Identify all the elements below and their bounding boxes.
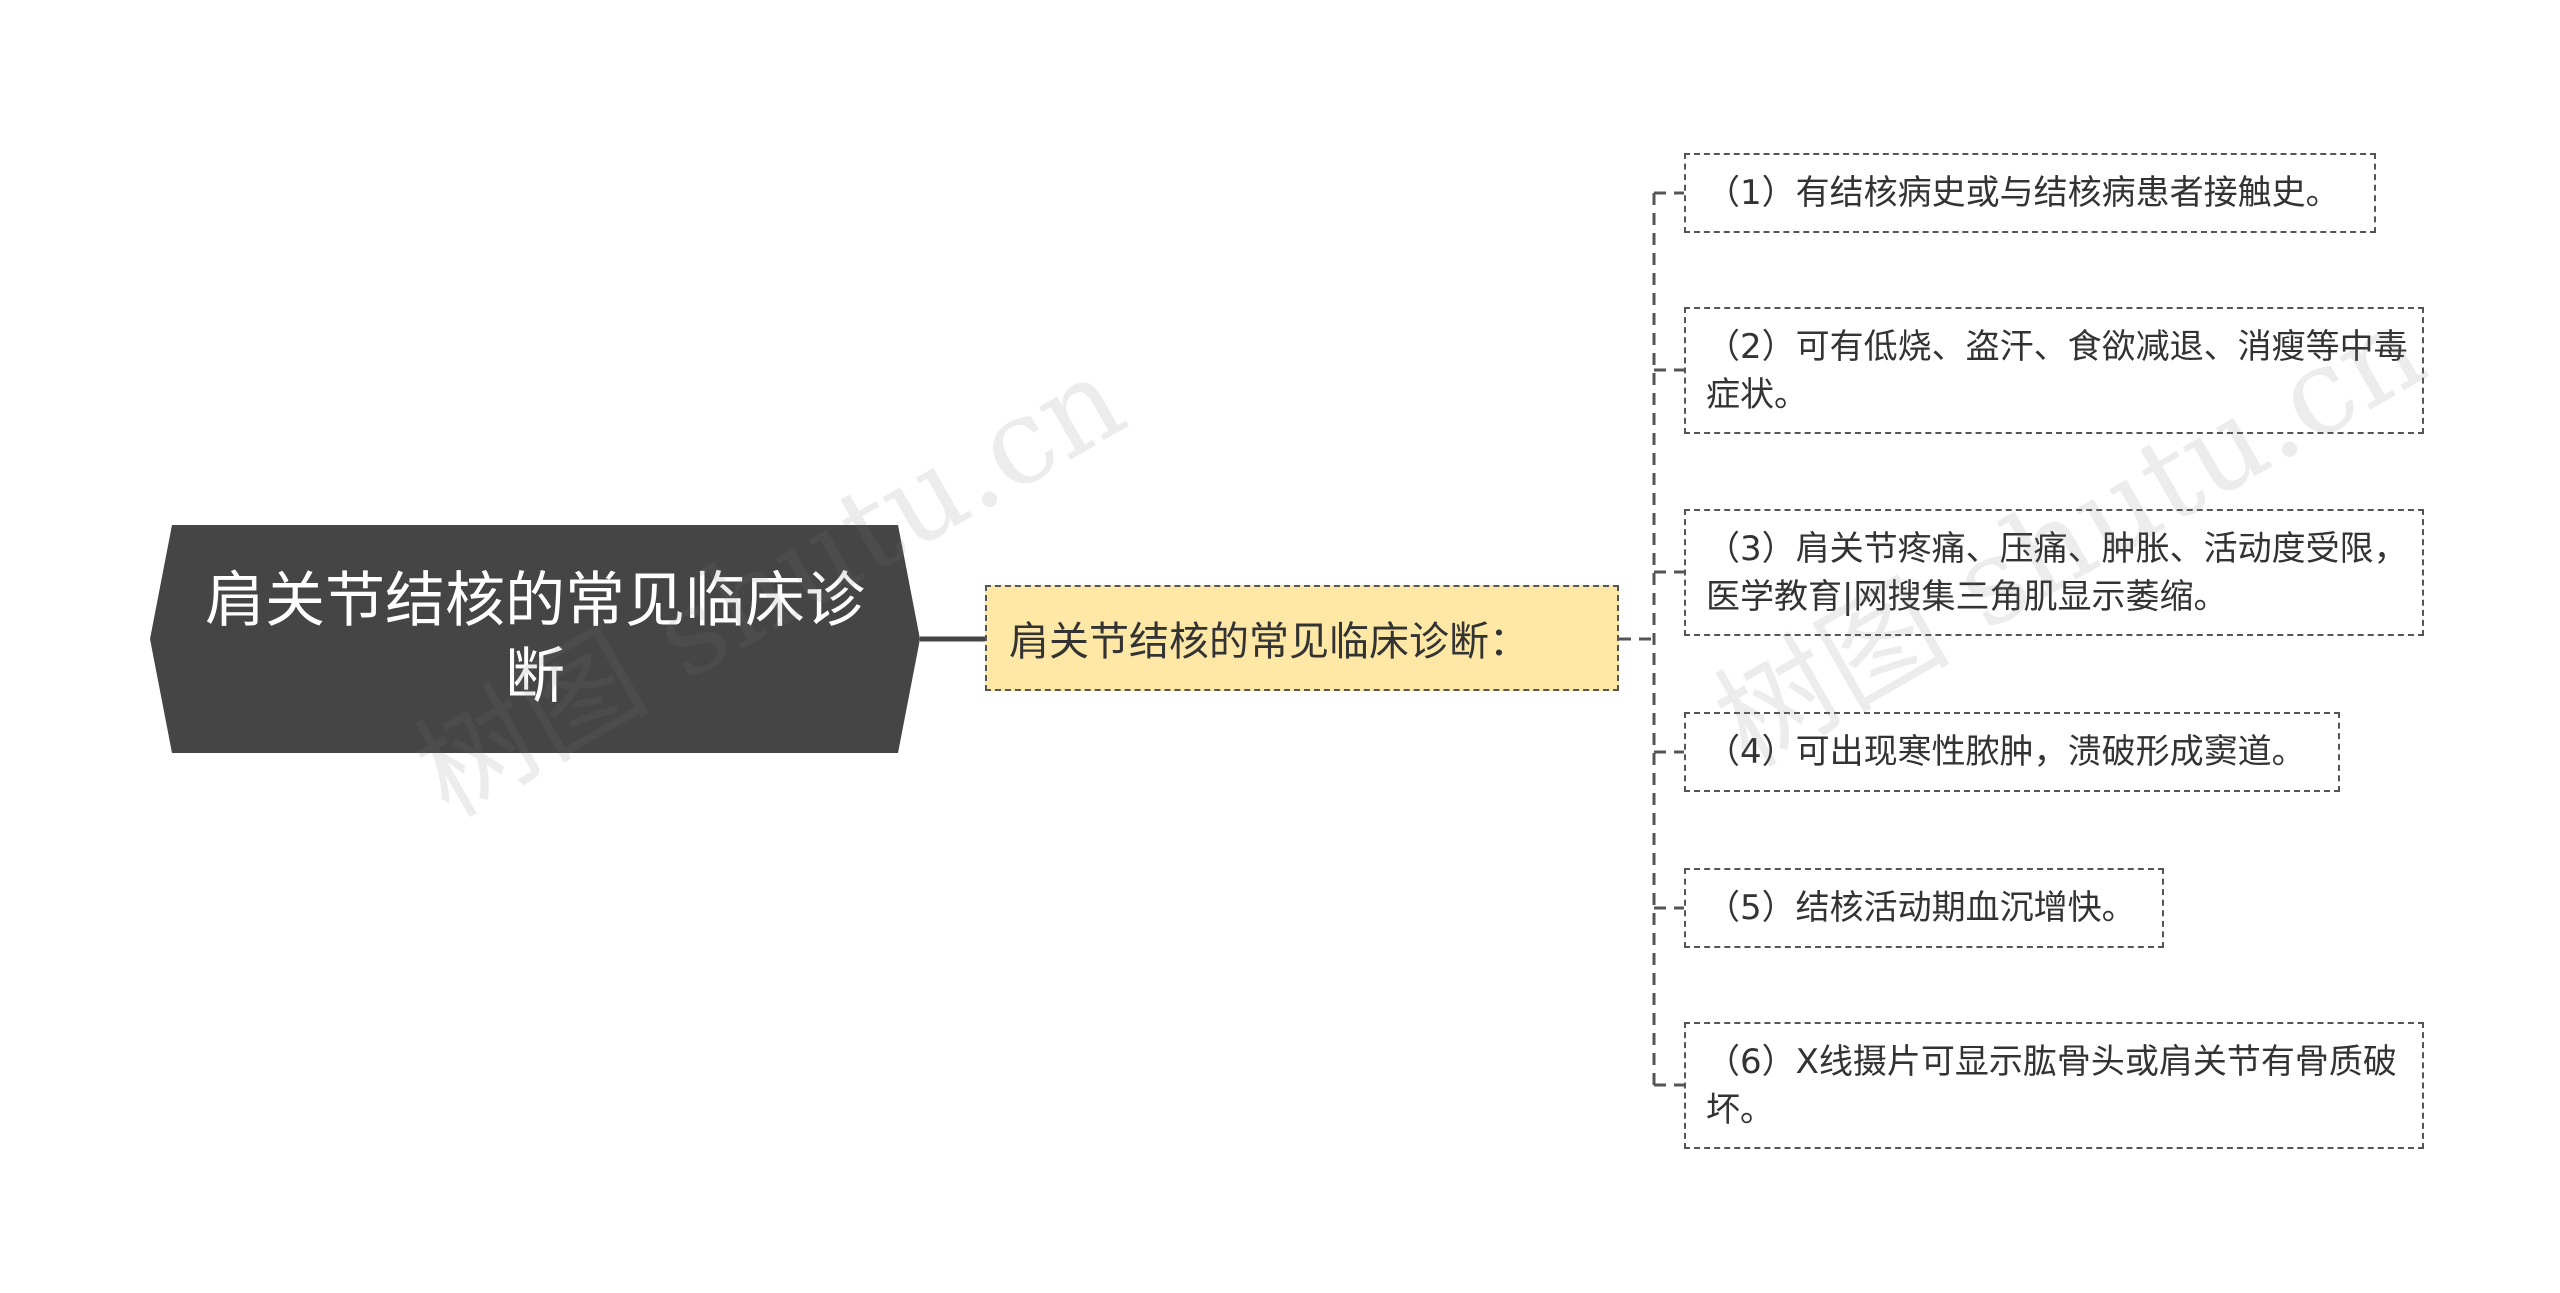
root-topic-label: 肩关节结核的常见临床诊断: [205, 566, 865, 712]
leaf-item-1[interactable]: （1）有结核病史或与结核病患者接触史。: [1684, 153, 2376, 233]
leaf-item-2-label: （2）可有低烧、盗汗、食欲减退、消瘦等中毒症状。: [1706, 326, 2408, 415]
root-topic[interactable]: 肩关节结核的常见临床诊断: [150, 525, 920, 753]
leaf-item-6[interactable]: （6）X线摄片可显示肱骨头或肩关节有骨质破坏。: [1684, 1022, 2424, 1149]
leaf-item-6-label: （6）X线摄片可显示肱骨头或肩关节有骨质破坏。: [1706, 1041, 2397, 1130]
leaf-item-3-label: （3）肩关节疼痛、压痛、肿胀、活动度受限，医学教育|网搜集三角肌显示萎缩。: [1706, 528, 2408, 617]
leaf-item-1-label: （1）有结核病史或与结核病患者接触史。: [1706, 173, 2340, 213]
leaf-item-3[interactable]: （3）肩关节疼痛、压痛、肿胀、活动度受限，医学教育|网搜集三角肌显示萎缩。: [1684, 509, 2424, 636]
subtopic-diagnosis-label: 肩关节结核的常见临床诊断：: [1009, 619, 1529, 665]
leaf-item-2[interactable]: （2）可有低烧、盗汗、食欲减退、消瘦等中毒症状。: [1684, 307, 2424, 434]
root-topic-shape: [150, 525, 920, 753]
subtopic-diagnosis[interactable]: 肩关节结核的常见临床诊断：: [985, 585, 1619, 691]
leaf-item-5[interactable]: （5）结核活动期血沉增快。: [1684, 868, 2164, 948]
leaf-item-4-label: （4）可出现寒性脓肿，溃破形成窦道。: [1706, 732, 2306, 772]
leaf-item-4[interactable]: （4）可出现寒性脓肿，溃破形成窦道。: [1684, 712, 2340, 792]
leaf-item-5-label: （5）结核活动期血沉增快。: [1706, 888, 2136, 928]
